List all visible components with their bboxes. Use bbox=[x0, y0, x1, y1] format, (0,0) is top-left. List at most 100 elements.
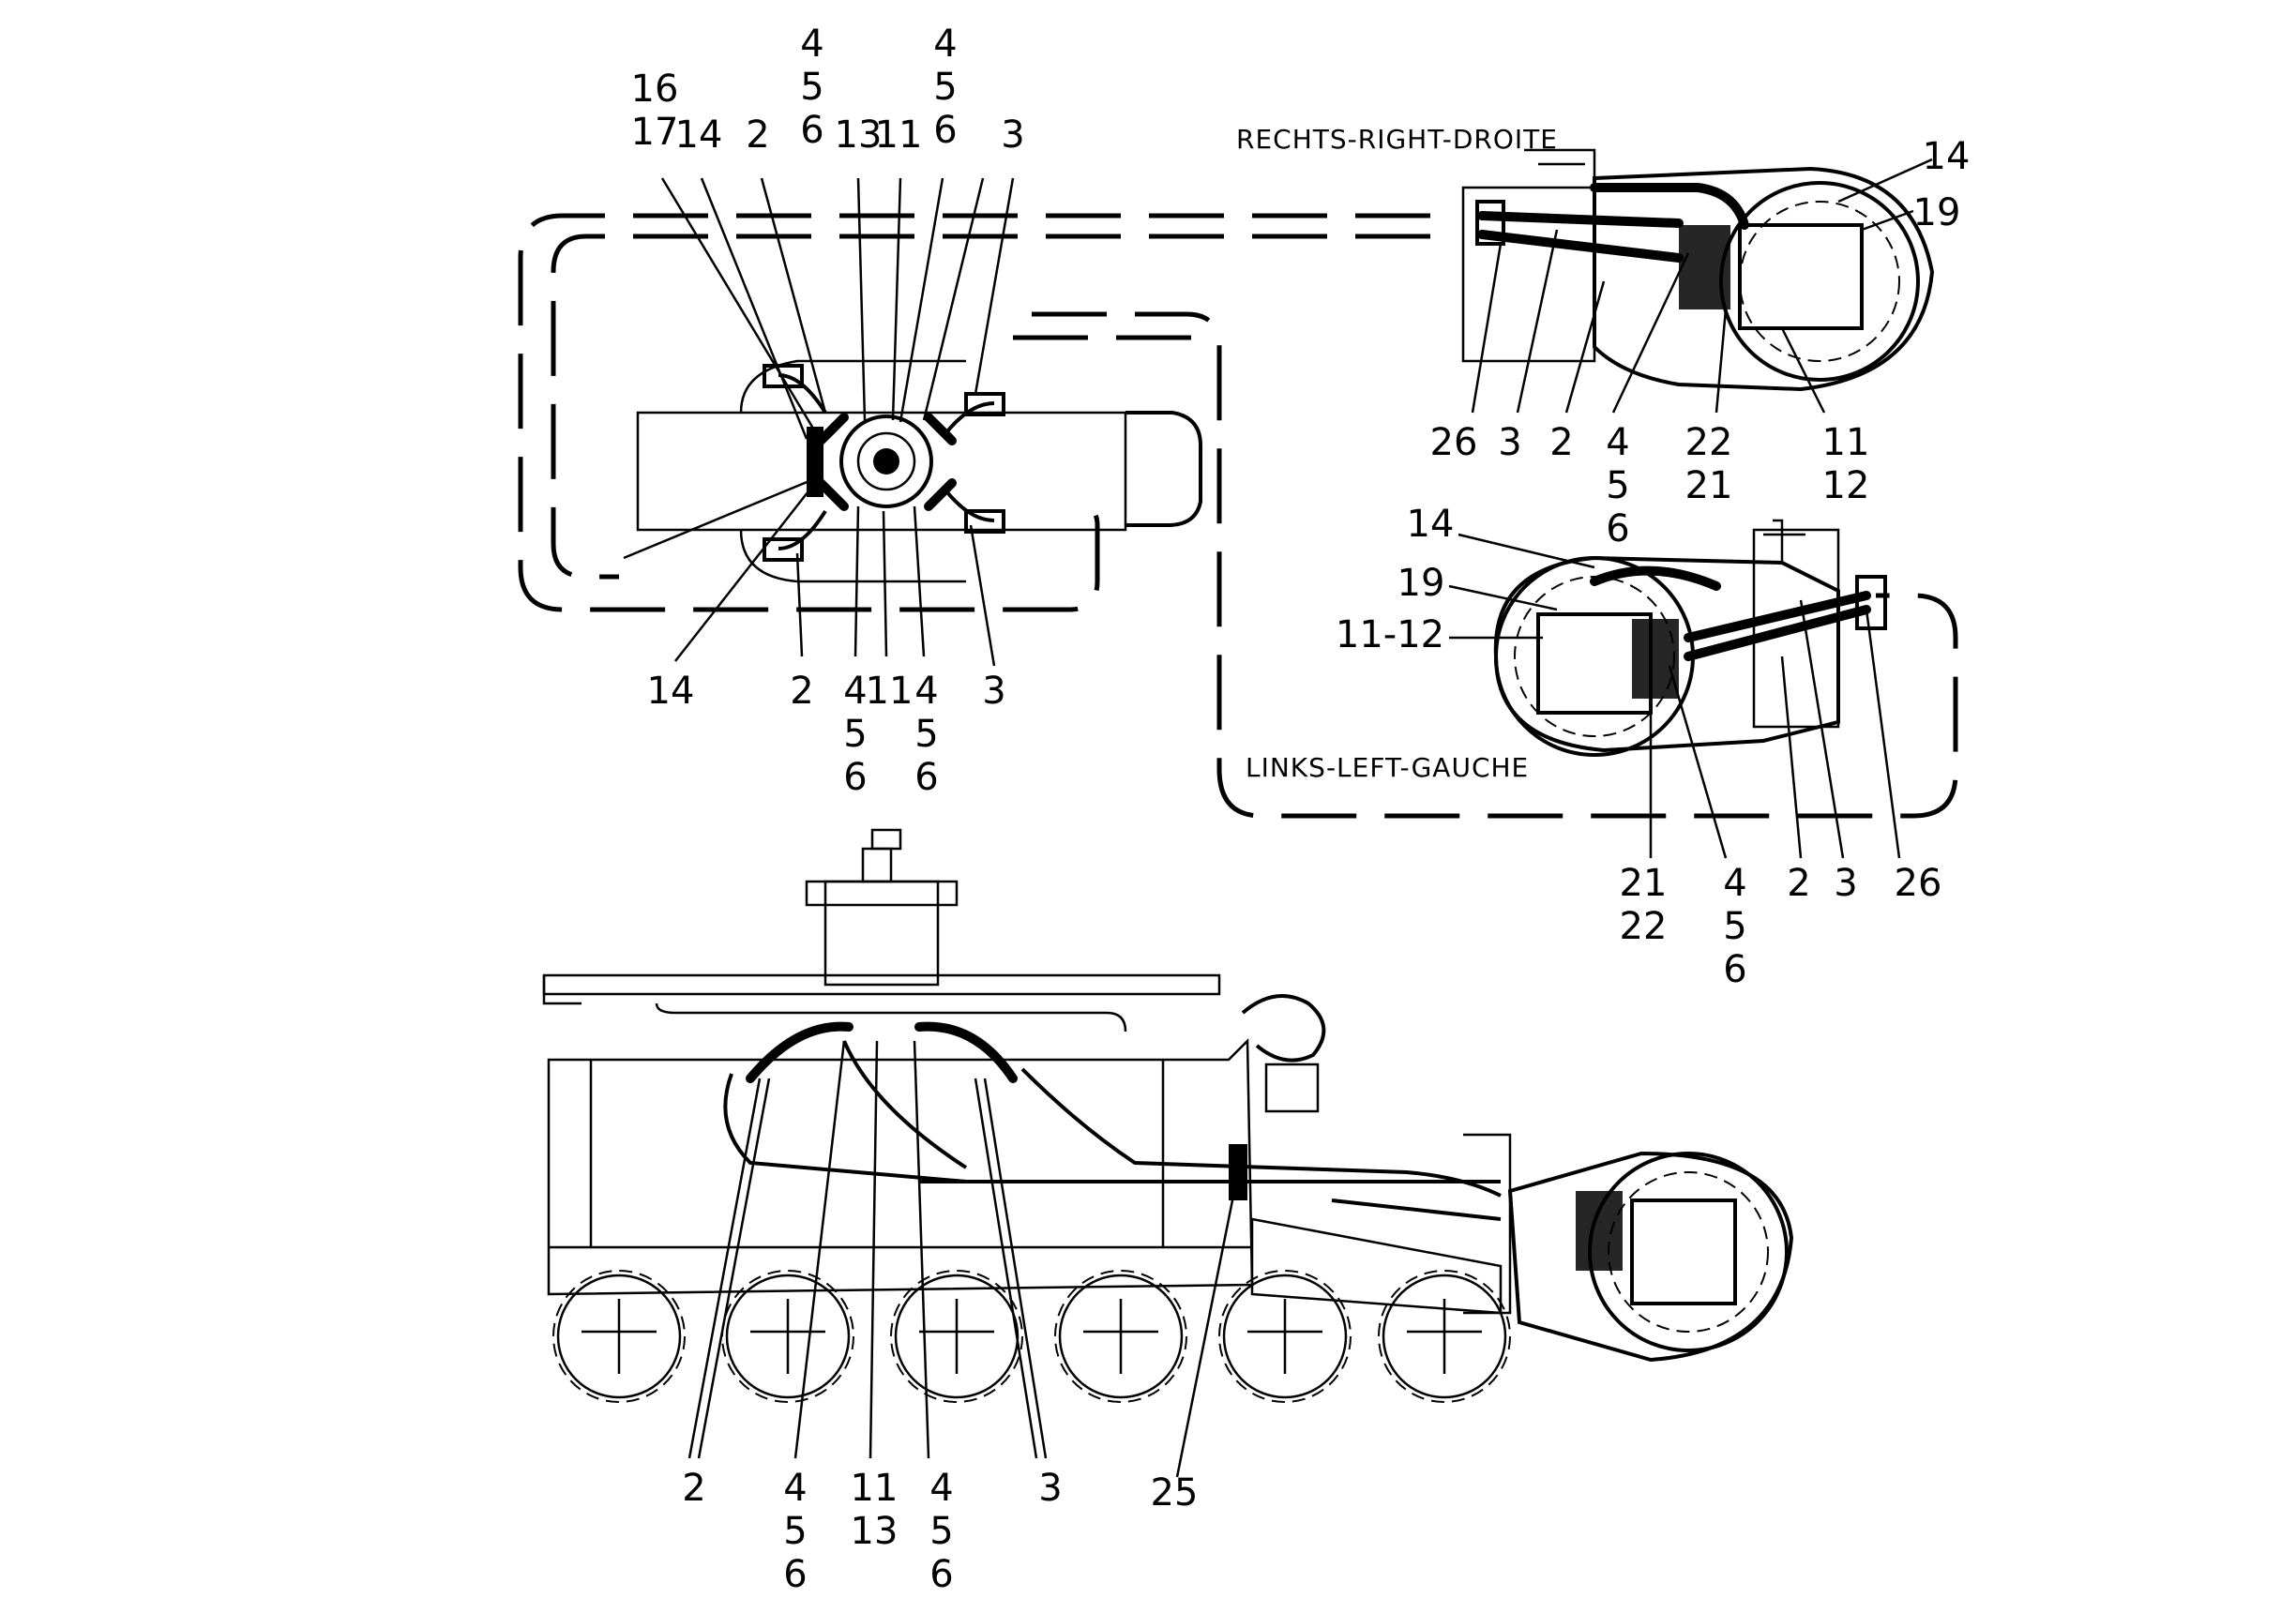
rotary-joint-core bbox=[873, 448, 899, 475]
callout-rm-26-line-1: 26 bbox=[1430, 421, 1478, 464]
track-arm-bracket bbox=[1463, 1133, 1512, 1315]
callout-lm-3-line-1: 3 bbox=[1834, 862, 1857, 905]
callout-lm-456-line-2: 5 bbox=[1723, 905, 1746, 948]
callout-tv-2a-line-1: 2 bbox=[746, 113, 769, 157]
caption-right: RECHTS-RIGHT-DROITE bbox=[1236, 124, 1558, 155]
hose-fitting-tl bbox=[763, 364, 804, 388]
top-view-leaders-upper bbox=[660, 177, 1015, 442]
callout-rm-456-line-1: 4 bbox=[1606, 421, 1629, 464]
callout-lm-21-22-line-2: 22 bbox=[1620, 905, 1668, 948]
top-view-assembly bbox=[518, 177, 1958, 819]
callout-tv-3b-line-1: 3 bbox=[982, 670, 1005, 713]
callout-tv-456d-line-2: 5 bbox=[914, 713, 938, 756]
side-view-assembly bbox=[542, 828, 1794, 1478]
right-mount-plate bbox=[1524, 148, 1596, 192]
right-sprocket-ring bbox=[1719, 181, 1920, 382]
callout-lm-26-line-1: 26 bbox=[1895, 862, 1942, 905]
track-arm bbox=[1250, 1217, 1503, 1315]
callout-rm-456-line-2: 5 bbox=[1606, 464, 1629, 507]
callout-rm-3-line-1: 3 bbox=[1498, 421, 1521, 464]
callout-tv-11a-line-1: 11 bbox=[875, 113, 923, 157]
callout-tv-456b-line-2: 5 bbox=[933, 66, 957, 109]
callout-rm-22-21-line-2: 21 bbox=[1685, 464, 1733, 507]
callout-tv-16-17-line-2: 17 bbox=[631, 111, 679, 154]
right-motor-hoses bbox=[1477, 183, 1749, 263]
right-track-motor-assembly: RECHTS-RIGHT-DROITE bbox=[1236, 124, 1935, 414]
swivel-fitting bbox=[870, 828, 902, 851]
callout-sv-25-line-1: 25 bbox=[1151, 1471, 1199, 1515]
callout-lm-19-line-1: 19 bbox=[1397, 562, 1445, 605]
carbody-outline bbox=[636, 411, 1127, 532]
callout-tv-456c-line-2: 5 bbox=[843, 713, 867, 756]
leader-14-lower bbox=[623, 476, 817, 560]
callout-sv-456b-line-1: 4 bbox=[929, 1467, 953, 1510]
callout-lm-14-line-1: 14 bbox=[1407, 503, 1455, 546]
left-track-motor-assembly: LINKS-LEFT-GAUCHE bbox=[1246, 519, 1901, 859]
callout-tv-456b-line-3: 6 bbox=[933, 109, 957, 152]
carbody-curve-bottom bbox=[739, 529, 966, 583]
callout-rm-22-21-line-1: 22 bbox=[1685, 421, 1733, 464]
callout-tv-13-line-1: 13 bbox=[835, 113, 883, 157]
callout-tv-456d-line-3: 6 bbox=[914, 756, 938, 799]
rotary-joint-outer bbox=[839, 415, 933, 508]
left-mount-plate bbox=[1763, 519, 1805, 563]
right-motor-body bbox=[1738, 223, 1864, 330]
callout-tv-11b-line-1: 11 bbox=[866, 670, 914, 713]
caption-left: LINKS-LEFT-GAUCHE bbox=[1246, 752, 1529, 783]
callout-sv-456a-line-1: 4 bbox=[783, 1467, 807, 1510]
callout-lm-2-line-1: 2 bbox=[1787, 862, 1810, 905]
inner-hose-loop bbox=[551, 234, 1430, 580]
callout-tv-456c-line-3: 6 bbox=[843, 756, 867, 799]
callout-sv-456b-line-2: 5 bbox=[929, 1510, 953, 1553]
left-hose-clamp bbox=[1855, 575, 1887, 630]
callout-tv-456b-line-1: 4 bbox=[933, 23, 957, 66]
callout-rm-2-line-1: 2 bbox=[1549, 421, 1573, 464]
callout-lm-11-12-line-1: 11-12 bbox=[1336, 613, 1444, 656]
hose-fitting-bl bbox=[763, 537, 804, 562]
callout-tv-456a-line-3: 6 bbox=[800, 109, 823, 152]
outer-hose-loop bbox=[518, 213, 1430, 612]
callout-tv-3a-line-1: 3 bbox=[1001, 113, 1024, 157]
hook-block bbox=[1264, 1063, 1320, 1113]
carbody-side bbox=[547, 1038, 1254, 1296]
road-wheels bbox=[552, 1270, 1511, 1403]
swivel-hose-bends bbox=[746, 1021, 1018, 1083]
callout-tv-456c-line-1: 4 bbox=[843, 670, 867, 713]
callout-tv-2b-line-1: 2 bbox=[790, 670, 813, 713]
left-motor-hoses bbox=[1590, 565, 1871, 661]
callout-lm-456-line-1: 4 bbox=[1723, 862, 1746, 905]
carbody-curve-top bbox=[739, 359, 966, 414]
side-hoses-left bbox=[723, 1040, 968, 1183]
side-hoses-long bbox=[919, 1180, 1502, 1221]
right-motor-housing bbox=[1593, 166, 1935, 392]
hose-fitting-tr bbox=[964, 392, 1005, 416]
upper-frame-detail bbox=[542, 975, 1127, 1033]
callout-sv-456a-line-3: 6 bbox=[783, 1553, 807, 1596]
right-motor-leaders bbox=[1471, 158, 1933, 414]
left-valve-block bbox=[1632, 619, 1679, 699]
side-motor-body bbox=[1630, 1198, 1737, 1305]
side-valve-block bbox=[1576, 1191, 1623, 1271]
callout-lm-21-22-line-1: 21 bbox=[1620, 862, 1668, 905]
callout-tv-14b-line-1: 14 bbox=[647, 670, 695, 713]
right-hose-clamp bbox=[1475, 200, 1505, 246]
callout-rm-456-line-3: 6 bbox=[1606, 507, 1629, 550]
callout-tv-456d-line-1: 4 bbox=[914, 670, 938, 713]
rotary-joint-inner bbox=[856, 431, 916, 491]
carbody-uprights bbox=[589, 1060, 1165, 1247]
right-valve-block bbox=[1679, 225, 1730, 309]
callout-sv-3-line-1: 3 bbox=[1038, 1467, 1062, 1510]
swivel-top bbox=[861, 847, 893, 883]
callout-sv-11-13-line-1: 11 bbox=[851, 1467, 899, 1510]
callout-rm-11-12-line-1: 11 bbox=[1822, 421, 1870, 464]
tow-hook bbox=[1241, 994, 1326, 1063]
left-track-hose-loop bbox=[1032, 311, 1958, 819]
callout-lm-456-line-3: 6 bbox=[1723, 948, 1746, 991]
callout-rm-19-line-1: 19 bbox=[1913, 191, 1961, 234]
swivel-ports bbox=[816, 413, 957, 511]
callout-sv-11-13-line-2: 13 bbox=[851, 1510, 899, 1553]
callout-tv-14a-line-1: 14 bbox=[675, 113, 723, 157]
left-motor-leaders bbox=[1448, 533, 1901, 859]
callout-rm-14-line-1: 14 bbox=[1923, 135, 1971, 178]
callout-sv-456a-line-2: 5 bbox=[783, 1510, 807, 1553]
